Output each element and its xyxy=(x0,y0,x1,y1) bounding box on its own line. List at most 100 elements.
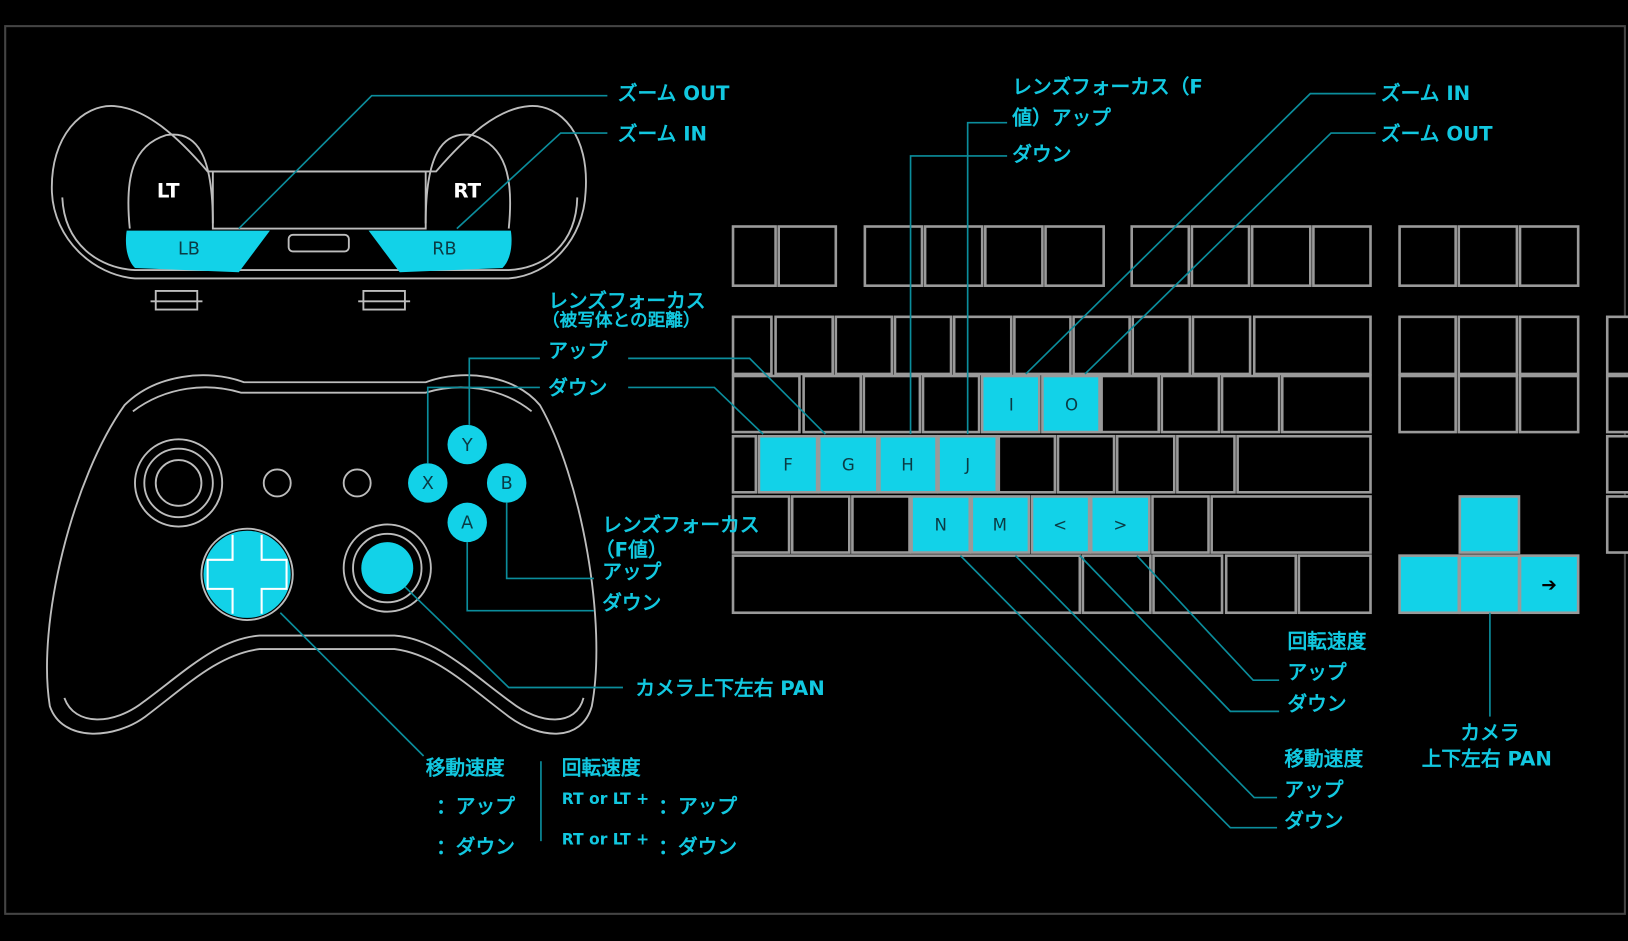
gp-focus-f-down: ダウン xyxy=(602,592,661,615)
keyboard-key[interactable] xyxy=(731,374,801,434)
keyboard-key[interactable] xyxy=(1398,225,1457,287)
gp-rot-up: ：アップ xyxy=(658,795,737,818)
gp-zoom-in-label: ズーム IN xyxy=(618,122,707,145)
key-g: G xyxy=(842,455,855,474)
keyboard-key[interactable] xyxy=(731,554,1082,615)
keyboard-key[interactable] xyxy=(1252,315,1372,376)
keyboard-key[interactable] xyxy=(1041,374,1101,434)
keyboard-key[interactable] xyxy=(1518,374,1580,434)
keyboard-key[interactable] xyxy=(1250,225,1312,287)
keyboard-key[interactable] xyxy=(1605,434,1628,494)
keyboard-key[interactable] xyxy=(731,434,758,494)
keyboard-key[interactable] xyxy=(1152,554,1224,615)
keyboard-key[interactable] xyxy=(893,315,953,376)
gp-rot-down: ：ダウン xyxy=(658,836,737,859)
gamepad-front-view: Y X B A xyxy=(46,374,598,735)
y-button[interactable] xyxy=(447,424,487,465)
lb-label: LB xyxy=(178,240,200,260)
b-button[interactable] xyxy=(486,463,527,503)
x-button[interactable] xyxy=(408,463,448,503)
kb-focus-f-down: ダウン xyxy=(1012,143,1071,166)
keyboard-key[interactable] xyxy=(1312,225,1372,287)
keyboard-key[interactable] xyxy=(757,434,819,494)
keyboard-key[interactable] xyxy=(1518,225,1580,287)
keyboard-key[interactable] xyxy=(817,434,879,494)
gp-camera-pan-label: カメラ上下左右 PAN xyxy=(635,677,824,700)
keyboard-key[interactable] xyxy=(1072,315,1131,376)
keyboard-key[interactable] xyxy=(863,225,924,287)
keyboard-key[interactable] xyxy=(1056,434,1116,494)
keyboard-key[interactable] xyxy=(862,374,922,434)
keyboard-key[interactable] xyxy=(952,315,1013,376)
keyboard-key[interactable] xyxy=(1605,495,1628,554)
keyboard-key[interactable] xyxy=(1190,225,1251,287)
keyboard-key[interactable] xyxy=(923,225,984,287)
rt-label: RT xyxy=(453,179,481,202)
keyboard-key[interactable] xyxy=(1115,434,1176,494)
keyboard-key[interactable] xyxy=(1130,225,1191,287)
keyboard-key[interactable] xyxy=(774,315,834,376)
kb-zoom-out-label: ズーム OUT xyxy=(1381,122,1493,145)
keyboard-key[interactable] xyxy=(1013,315,1072,376)
keyboard-key[interactable] xyxy=(1457,225,1519,287)
keyboard-key[interactable] xyxy=(777,225,838,287)
keyboard-key[interactable] xyxy=(834,315,894,376)
keyboard-key[interactable] xyxy=(731,495,791,554)
kb-rot-up: アップ xyxy=(1287,661,1346,684)
keyboard-key[interactable] xyxy=(1457,315,1519,376)
keyboard-key[interactable] xyxy=(984,225,1044,287)
keyboard-key[interactable] xyxy=(1518,554,1580,615)
keyboard-key[interactable] xyxy=(1151,495,1210,554)
keyboard-key[interactable] xyxy=(921,374,981,434)
kb-move-up: アップ xyxy=(1284,779,1343,802)
keyboard-key[interactable] xyxy=(1398,554,1461,615)
dpad[interactable] xyxy=(203,530,291,618)
gp-focus-distance-label: レンズフォーカス xyxy=(548,289,705,312)
gp-rot-modifier-2: RT or LT + xyxy=(562,830,650,848)
key-n: N xyxy=(934,516,946,535)
keyboard-key[interactable] xyxy=(1224,554,1298,615)
keyboard-key[interactable] xyxy=(1100,374,1161,434)
a-button[interactable] xyxy=(447,502,487,543)
right-stick[interactable] xyxy=(361,542,414,595)
keyboard-key[interactable] xyxy=(731,315,773,376)
keyboard-key[interactable] xyxy=(1398,315,1457,376)
rb-button[interactable] xyxy=(368,230,512,273)
keyboard-key[interactable] xyxy=(910,495,972,554)
keyboard-key[interactable] xyxy=(1236,434,1372,494)
keyboard-key[interactable] xyxy=(1518,315,1580,376)
keyboard-key[interactable] xyxy=(937,434,999,494)
kb-move-speed-label: 移動速度 xyxy=(1284,747,1363,770)
keyboard-key[interactable] xyxy=(1044,225,1105,287)
lb-button[interactable] xyxy=(125,230,270,273)
keyboard-key[interactable] xyxy=(1297,554,1372,615)
keyboard-key[interactable] xyxy=(1176,434,1236,494)
keyboard-key[interactable] xyxy=(970,495,1031,554)
keyboard-key[interactable] xyxy=(1398,374,1457,434)
keyboard-key[interactable] xyxy=(1210,495,1372,554)
keyboard-key[interactable] xyxy=(1160,374,1221,434)
keyboard-key[interactable] xyxy=(1089,495,1151,554)
keyboard-key[interactable] xyxy=(1280,374,1372,434)
keyboard-key[interactable] xyxy=(851,495,911,554)
key-f: F xyxy=(783,455,793,474)
keyboard-key[interactable] xyxy=(997,434,1057,494)
keyboard-key[interactable] xyxy=(1605,315,1628,376)
keyboard-key[interactable] xyxy=(1030,495,1091,554)
keyboard-key[interactable] xyxy=(731,225,777,287)
kb-focus-f-label: レンズフォーカス（F xyxy=(1012,76,1203,99)
kb-focus-f-up: 値）アップ xyxy=(1011,107,1111,130)
keyboard-key[interactable] xyxy=(1605,374,1628,434)
keyboard-key[interactable] xyxy=(790,495,851,554)
keyboard-key[interactable] xyxy=(1457,374,1519,434)
keyboard-key[interactable] xyxy=(1458,554,1521,615)
keyboard-key[interactable] xyxy=(1458,495,1521,554)
keyboard-key[interactable] xyxy=(1131,315,1192,376)
keyboard-key[interactable] xyxy=(1081,554,1152,615)
key-j: J xyxy=(964,455,970,474)
keyboard-key[interactable] xyxy=(1191,315,1252,376)
keyboard-key[interactable] xyxy=(980,374,1041,434)
keyboard-key[interactable] xyxy=(802,374,863,434)
keyboard-key[interactable] xyxy=(878,434,938,494)
keyboard-key[interactable] xyxy=(1220,374,1281,434)
